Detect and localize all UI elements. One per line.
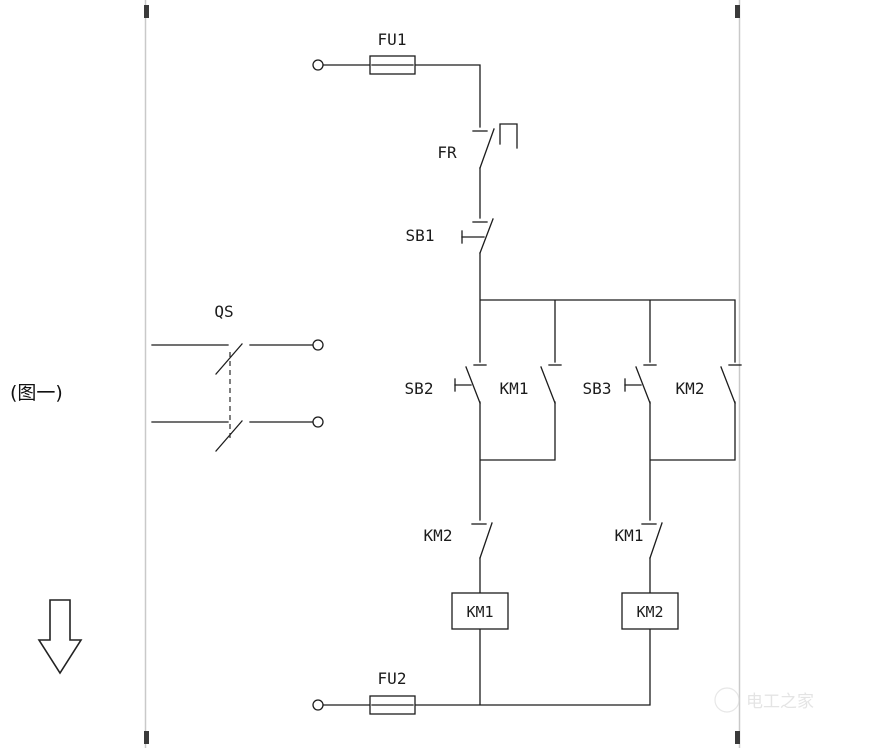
main-switch-qs: QS	[214, 302, 324, 452]
stop-button-sb1: SB1	[406, 218, 494, 254]
km2-holding-contact: KM2	[676, 364, 742, 404]
watermark: 电工之家	[714, 687, 814, 713]
km2-coil: KM2	[621, 592, 679, 630]
figure-caption: (图一)	[10, 382, 63, 404]
start-button-sb3: SB3	[583, 364, 657, 404]
watermark-logo-icon	[714, 687, 740, 713]
watermark-text: 电工之家	[746, 692, 814, 712]
bottom-supply-terminal	[312, 699, 324, 711]
km2-interlock-contact-label: KM2	[424, 526, 453, 545]
fuse-fu2: FU2	[369, 669, 416, 715]
fuse-fu1: FU1	[369, 30, 416, 75]
km2-holding-contact-label: KM2	[676, 379, 705, 398]
km1-holding-contact: KM1	[500, 364, 562, 404]
km2-interlock-contact: KM2	[424, 522, 493, 559]
thermal-relay-fr-contact: FR	[437, 123, 518, 169]
km2-coil-label: KM2	[636, 603, 663, 621]
top-supply-terminal	[312, 59, 324, 71]
km1-coil-label: KM1	[466, 603, 493, 621]
km1-holding-contact-label: KM1	[500, 379, 529, 398]
km1-coil: KM1	[451, 592, 509, 630]
km1-interlock-contact-label: KM1	[615, 526, 644, 545]
page-frame	[144, 0, 741, 748]
km1-interlock-contact: KM1	[615, 522, 663, 559]
start-button-sb2: SB2	[405, 364, 487, 404]
main-switch-qs-label: QS	[214, 302, 233, 321]
start-button-sb2-label: SB2	[405, 379, 434, 398]
thermal-relay-fr-label: FR	[437, 143, 457, 162]
stop-button-sb1-label: SB1	[406, 226, 435, 245]
start-button-sb3-label: SB3	[583, 379, 612, 398]
down-arrow	[37, 599, 83, 675]
fuse-fu2-label: FU2	[378, 669, 407, 688]
fuse-fu1-label: FU1	[378, 30, 407, 49]
